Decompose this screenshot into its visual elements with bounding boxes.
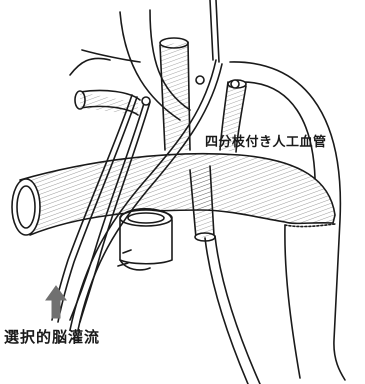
- graft-body: [12, 154, 335, 235]
- perfusion-label: 選択的脳灌流: [4, 326, 100, 347]
- graft-branch-1: [160, 38, 190, 150]
- arterial-cannula: [205, 236, 260, 384]
- graft-branch-3: [190, 166, 215, 241]
- left-vessel-stump: [75, 90, 140, 115]
- graft-label: 四分枝付き人工血管: [205, 131, 327, 150]
